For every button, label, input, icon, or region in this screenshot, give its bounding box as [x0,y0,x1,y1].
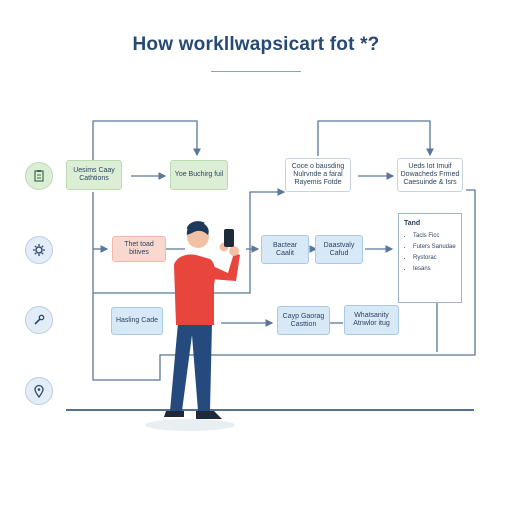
list-item: Tacls Ficc [413,233,456,239]
gear-icon [25,236,53,264]
floor-line [66,409,474,411]
process-node[interactable]: Cayp Gaorag Casttion [277,306,330,335]
list-item: Futers Sanudae [413,244,456,250]
process-node[interactable]: Daastvaly Cafud [315,235,363,264]
process-node[interactable]: Coce o bausding Nulrvnde a faral Rayemis… [285,158,351,192]
page-title: How workllwapsicart fot *? [132,34,380,55]
title-divider [211,71,301,72]
wrench-icon [25,306,53,334]
person-with-phone-illustration [145,221,240,431]
location-pin-icon [25,377,53,405]
process-node[interactable]: Uesims Caay Cathtions [66,160,122,190]
process-node[interactable]: Bactear Caalit [261,235,309,264]
list-item: Rystorac [413,255,456,261]
process-node[interactable]: Ueds Iot Imuif Dowacheds Frmed Caesuinde… [397,158,463,192]
process-node[interactable]: Whatsanity Atnwlor itug [344,305,399,335]
checklist-panel: Tand Tacls Ficc Futers Sanudae Rystorac … [398,213,462,303]
process-node[interactable]: Hasling Cade [111,307,163,335]
clipboard-icon [25,162,53,190]
checklist-header: Tand [404,220,421,227]
process-node[interactable]: Yoe Buchirg fuil [170,160,228,190]
process-node[interactable]: Thet toad bitives [112,236,166,262]
list-item: Iesans [413,266,456,272]
